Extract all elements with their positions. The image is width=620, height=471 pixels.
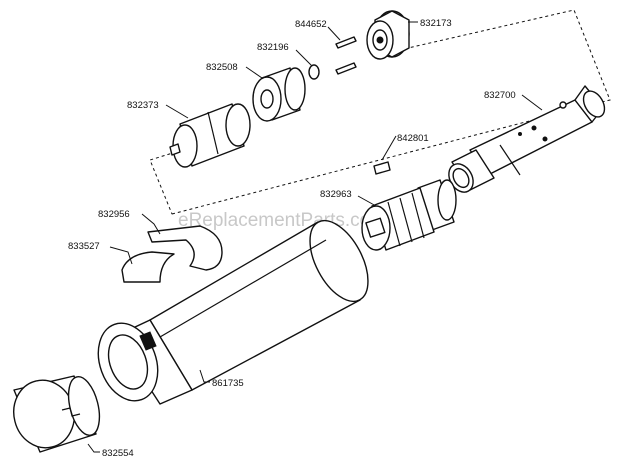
label-832373: 832373 xyxy=(127,100,159,111)
label-842801: 842801 xyxy=(397,133,429,144)
label-832196: 832196 xyxy=(257,42,289,53)
label-832963: 832963 xyxy=(320,189,352,200)
label-832173: 832173 xyxy=(420,18,452,29)
leader-lines xyxy=(87,21,543,453)
part-861735-housing xyxy=(97,219,369,405)
part-832956-clip xyxy=(147,225,223,271)
label-832554: 832554 xyxy=(102,448,134,459)
label-832956: 832956 xyxy=(98,209,130,220)
label-832508: 832508 xyxy=(206,62,238,73)
part-844652-pins xyxy=(335,36,357,75)
part-842801-key xyxy=(373,161,391,175)
watermark: eReplacementParts.com xyxy=(178,210,386,231)
part-832373-cylinder xyxy=(169,103,251,168)
part-832700-tube xyxy=(448,85,606,193)
label-833527: 833527 xyxy=(68,241,100,252)
label-861735: 861735 xyxy=(212,378,244,389)
assembly-guide-line xyxy=(149,9,611,215)
label-832700: 832700 xyxy=(484,90,516,101)
part-832963-coupler xyxy=(361,179,457,251)
part-832554-sleeve xyxy=(13,375,101,453)
part-833527-half-shell xyxy=(121,251,175,283)
part-832508-bearing xyxy=(252,67,306,122)
part-832173-end-cap xyxy=(366,10,410,60)
part-832196-ring xyxy=(308,64,320,80)
label-844652: 844652 xyxy=(295,19,327,30)
